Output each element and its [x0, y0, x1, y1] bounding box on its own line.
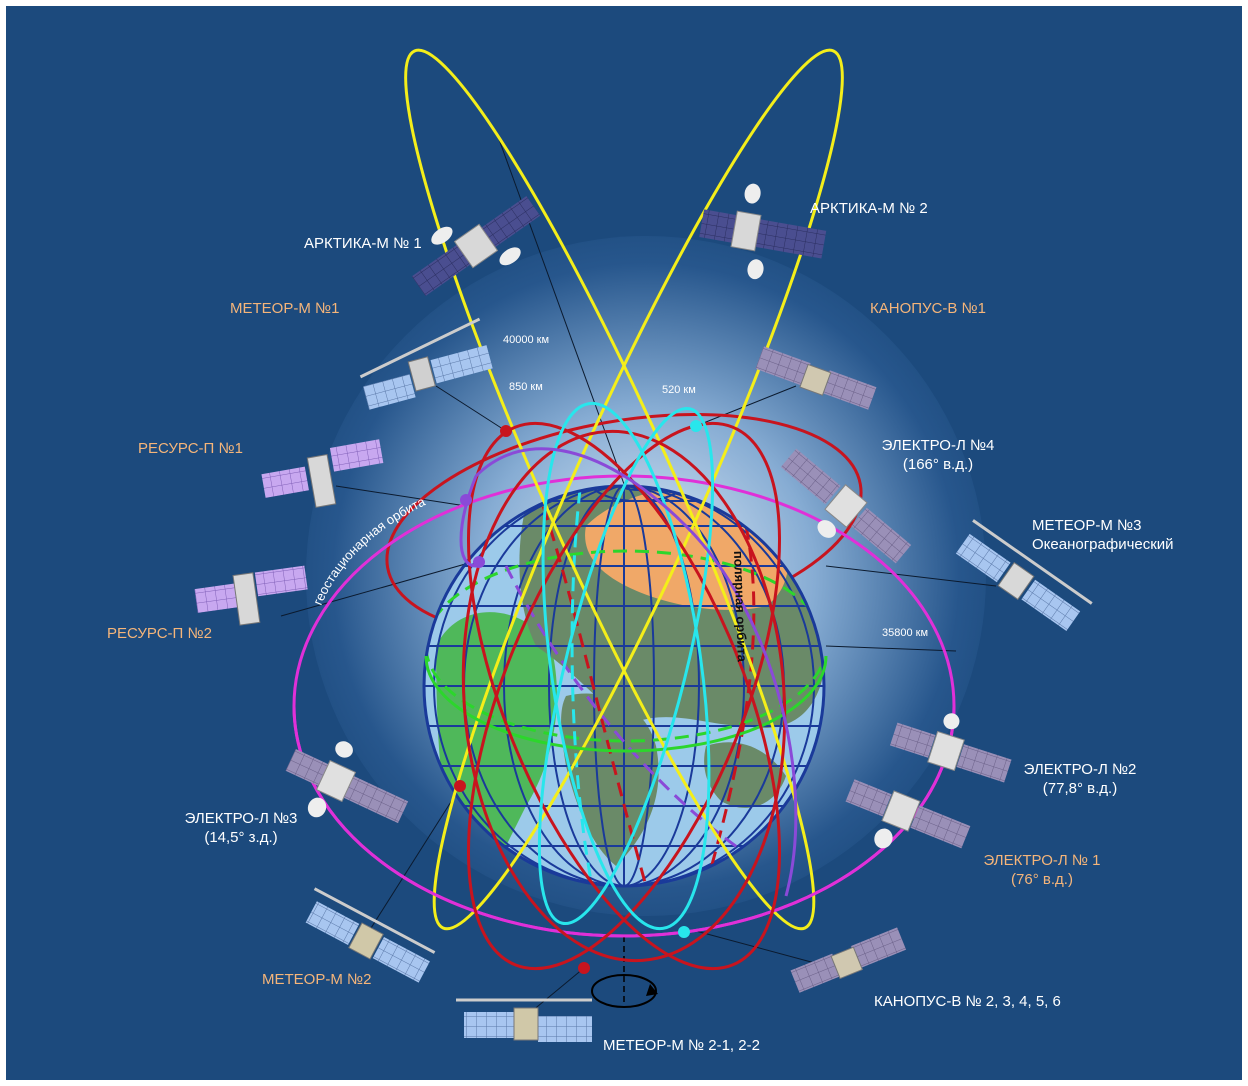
label-meteor-2: МЕТЕОР-М №2: [262, 971, 372, 988]
distance-35800: 35800 км: [882, 627, 929, 639]
distance-40000: 40000 км: [503, 334, 550, 346]
geostationary-orbit-label: геостационарная орбита: [310, 493, 428, 607]
satellite-meteor-2-1-icon: [456, 998, 592, 1042]
satellite-elektro-4-icon: [780, 448, 912, 564]
label-elektro-2-position: (77,8° в.д.): [1042, 780, 1118, 797]
diagram-panel: геостационарная орбита полярная орбита: [6, 6, 1242, 1080]
label-kanopus-2-6: КАНОПУС-В № 2, 3, 4, 5, 6: [874, 993, 1061, 1010]
label-elektro-4-position: (166° в.д.): [902, 456, 974, 473]
label-resurs-1: РЕСУРС-П №1: [138, 440, 243, 457]
satellite-arktika-1-icon: [411, 196, 541, 296]
satellite-elektro-2-icon: [889, 713, 1012, 783]
satellite-meteor-3-icon: [955, 519, 1093, 631]
label-arktika-1: АРКТИКА-М № 1: [304, 235, 422, 252]
label-elektro-4: ЭЛЕКТРО-Л №4 (166° в.д.): [868, 436, 1008, 474]
distance-850: 850 км: [509, 381, 543, 393]
label-elektro-2-name: ЭЛЕКТРО-Л №2: [1023, 761, 1137, 778]
label-meteor-3-subtitle: Океанографический: [1032, 536, 1174, 553]
label-meteor-2-1: МЕТЕОР-М № 2-1, 2-2: [603, 1037, 760, 1054]
label-elektro-1-position: (76° в.д.): [1011, 871, 1073, 888]
leader-lines: [280, 130, 997, 1017]
polar-orbit-label: полярная орбита: [731, 551, 750, 663]
distance-520: 520 км: [662, 384, 696, 396]
label-elektro-1: ЭЛЕКТРО-Л № 1 (76° в.д.): [972, 851, 1112, 889]
label-meteor-1: МЕТЕОР-М №1: [230, 300, 340, 317]
label-resurs-2: РЕСУРС-П №2: [107, 625, 212, 642]
label-meteor-3-name: МЕТЕОР-М №3: [1032, 517, 1142, 534]
label-elektro-4-name: ЭЛЕКТРО-Л №4: [881, 437, 995, 454]
satellite-kanopus-1-icon: [755, 346, 877, 410]
label-arktika-2: АРКТИКА-М № 2: [810, 200, 928, 217]
satellite-kanopus-2-6-icon: [790, 927, 907, 993]
label-elektro-3-position: (14,5° з.д.): [204, 829, 278, 846]
label-elektro-3: ЭЛЕКТРО-Л №3 (14,5° з.д.): [166, 809, 316, 847]
label-elektro-2: ЭЛЕКТРО-Л №2 (77,8° в.д.): [1010, 760, 1150, 798]
satellite-elektro-1-icon: [845, 779, 971, 849]
satellite-resurs-1-icon: [261, 439, 384, 508]
satellite-arktika-2-icon: [699, 183, 827, 280]
satellite-meteor-2-icon: [305, 887, 436, 983]
satellite-resurs-2-icon: [194, 565, 308, 626]
label-meteor-3: МЕТЕОР-М №3 Океанографический: [1032, 516, 1174, 554]
label-kanopus-1: КАНОПУС-В №1: [870, 300, 986, 317]
orbits-front: [292, 48, 956, 974]
satellite-elektro-3-icon: [285, 741, 409, 824]
label-elektro-3-name: ЭЛЕКТРО-Л №3: [184, 810, 298, 827]
orbit-scene: геостационарная орбита полярная орбита: [194, 48, 1093, 1042]
label-elektro-1-name: ЭЛЕКТРО-Л № 1: [983, 852, 1101, 869]
